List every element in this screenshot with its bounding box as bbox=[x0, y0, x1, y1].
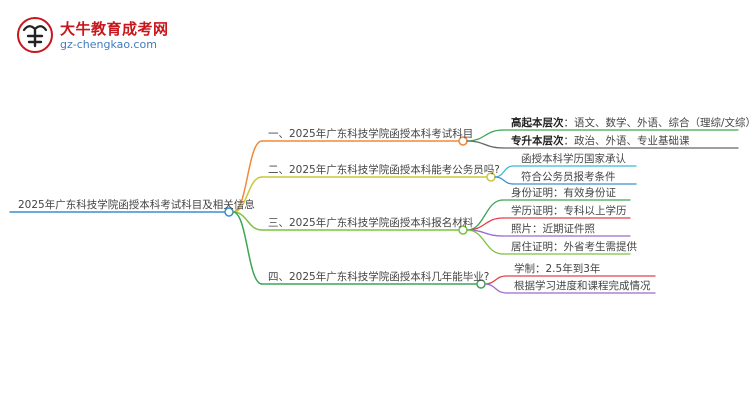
branch-1[interactable]: 一、2025年广东科技学院函授本科考试科目 bbox=[268, 128, 473, 140]
leaf-4-1[interactable]: 学制：2.5年到3年 bbox=[514, 263, 600, 275]
branch-2[interactable]: 二、2025年广东科技学院函授本科能考公务员吗? bbox=[268, 164, 500, 176]
branch-connector-2 bbox=[232, 176, 263, 213]
leaf-3-3-text: 照片：近期证件照 bbox=[511, 223, 595, 235]
leaf-1-1-bold: 高起本层次 bbox=[511, 117, 564, 129]
leaf-1-2-text: ：政治、外语、专业基础课 bbox=[563, 135, 690, 147]
leaf-4-1-text: 学制：2.5年到3年 bbox=[514, 263, 601, 275]
branch-4-text: 四、2025年广东科技学院函授本科几年能毕业? bbox=[268, 271, 490, 283]
leaf-connector-3-4 bbox=[466, 229, 504, 255]
branch-3-text: 三、2025年广东科技学院函授本科报名材料 bbox=[268, 217, 474, 229]
leaf-3-1[interactable]: 身份证明：有效身份证 bbox=[511, 187, 616, 199]
leaf-3-4[interactable]: 居住证明：外省考生需提供 bbox=[511, 241, 637, 253]
leaf-connector-2-2 bbox=[494, 176, 514, 185]
leaf-connector-4-2 bbox=[484, 283, 507, 294]
leaf-1-2-bold: 专升本层次 bbox=[511, 135, 564, 147]
leaf-3-1-text: 身份证明：有效身份证 bbox=[511, 187, 616, 199]
logo-domain: gz-chengkao.com bbox=[60, 38, 157, 51]
root-node[interactable]: 2025年广东科技学院函授本科考试科目及相关信息 bbox=[18, 199, 255, 211]
leaf-3-3[interactable]: 照片：近期证件照 bbox=[511, 223, 595, 235]
leaf-connector-1-2 bbox=[466, 140, 504, 149]
leaf-1-1-text: ：语文、数学、外语、综合（理综/文综） bbox=[563, 117, 750, 129]
leaf-4-2[interactable]: 根据学习进度和课程完成情况 bbox=[514, 280, 651, 292]
logo-title: 大牛教育成考网 bbox=[60, 20, 169, 38]
bull-logo-icon bbox=[17, 17, 53, 53]
leaf-2-1-text: 函授本科学历国家承认 bbox=[521, 153, 626, 165]
leaf-3-2[interactable]: 学历证明：专科以上学历 bbox=[511, 205, 627, 217]
leaf-1-1[interactable]: 高起本层次：语文、数学、外语、综合（理综/文综） bbox=[511, 117, 750, 129]
leaf-4-2-text: 根据学习进度和课程完成情况 bbox=[514, 280, 651, 292]
leaf-2-1[interactable]: 函授本科学历国家承认 bbox=[521, 153, 626, 165]
site-logo[interactable]: 大牛教育成考网 gz-chengkao.com bbox=[14, 16, 184, 56]
branch-4[interactable]: 四、2025年广东科技学院函授本科几年能毕业? bbox=[268, 271, 489, 283]
branch-connector-1 bbox=[232, 140, 263, 213]
leaf-1-2[interactable]: 专升本层次：政治、外语、专业基础课 bbox=[511, 135, 690, 147]
root-node-text: 2025年广东科技学院函授本科考试科目及相关信息 bbox=[18, 199, 255, 211]
leaf-2-2-text: 符合公务员报考条件 bbox=[521, 171, 616, 183]
leaf-3-2-text: 学历证明：专科以上学历 bbox=[511, 205, 627, 217]
branch-2-text: 二、2025年广东科技学院函授本科能考公务员吗? bbox=[268, 164, 500, 176]
leaf-3-4-text: 居住证明：外省考生需提供 bbox=[511, 241, 637, 253]
branch-connector-4 bbox=[232, 211, 263, 285]
branch-3[interactable]: 三、2025年广东科技学院函授本科报名材料 bbox=[268, 217, 473, 229]
leaf-2-2[interactable]: 符合公务员报考条件 bbox=[521, 171, 616, 183]
branch-1-text: 一、2025年广东科技学院函授本科考试科目 bbox=[268, 128, 474, 140]
